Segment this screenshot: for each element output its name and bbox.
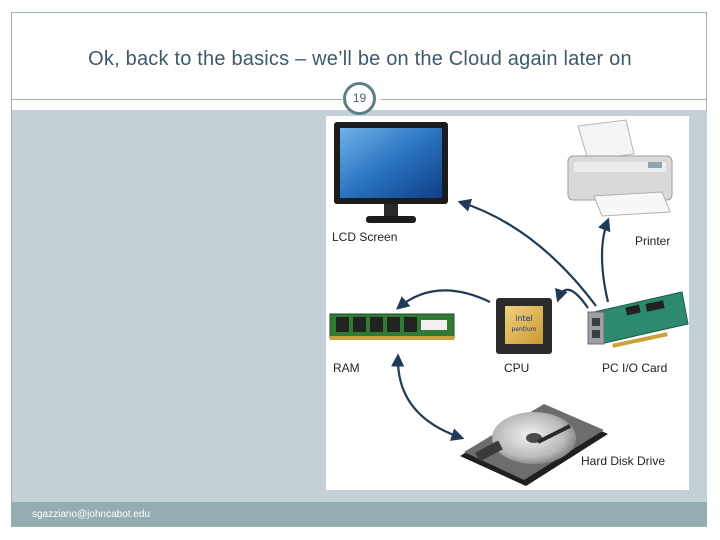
title-divider-left: [12, 99, 342, 100]
ram-module-icon: [329, 313, 455, 340]
computer-components-diagram: intel pentium: [326, 116, 689, 490]
slide-title: Ok, back to the basics – we’ll be on the…: [88, 48, 632, 70]
cpu-brand-text: intel: [515, 314, 533, 323]
cpu-model-text: pentium: [512, 326, 537, 333]
title-divider-right: [381, 99, 707, 100]
printer-icon: [567, 119, 673, 217]
footer-bar: [12, 502, 707, 526]
connection-arrows: [391, 198, 611, 441]
slide-number-badge: 19: [343, 82, 376, 115]
cpu-chip-icon: intel pentium: [496, 298, 552, 354]
footer-email: sgazziano@johncabot.edu: [32, 509, 151, 520]
lcd-monitor-icon: [334, 122, 448, 223]
label-io-card: PC I/O Card: [602, 361, 668, 375]
diagram-artwork: intel pentium: [329, 119, 689, 486]
arrow-io-to-cpu: [555, 287, 589, 309]
arrow-io-to-printer: [598, 217, 611, 303]
hard-disk-icon: [460, 404, 608, 486]
arrow-ram-to-hdd: [391, 353, 465, 441]
label-printer: Printer: [635, 234, 671, 248]
label-cpu: CPU: [504, 361, 530, 375]
arrow-cpu-to-ram: [395, 289, 491, 310]
io-card-icon: [587, 291, 689, 348]
arrow-io-to-lcd: [457, 198, 597, 307]
label-hard-disk: Hard Disk Drive: [581, 454, 666, 468]
label-ram: RAM: [333, 361, 360, 375]
label-lcd-screen: LCD Screen: [332, 230, 398, 244]
